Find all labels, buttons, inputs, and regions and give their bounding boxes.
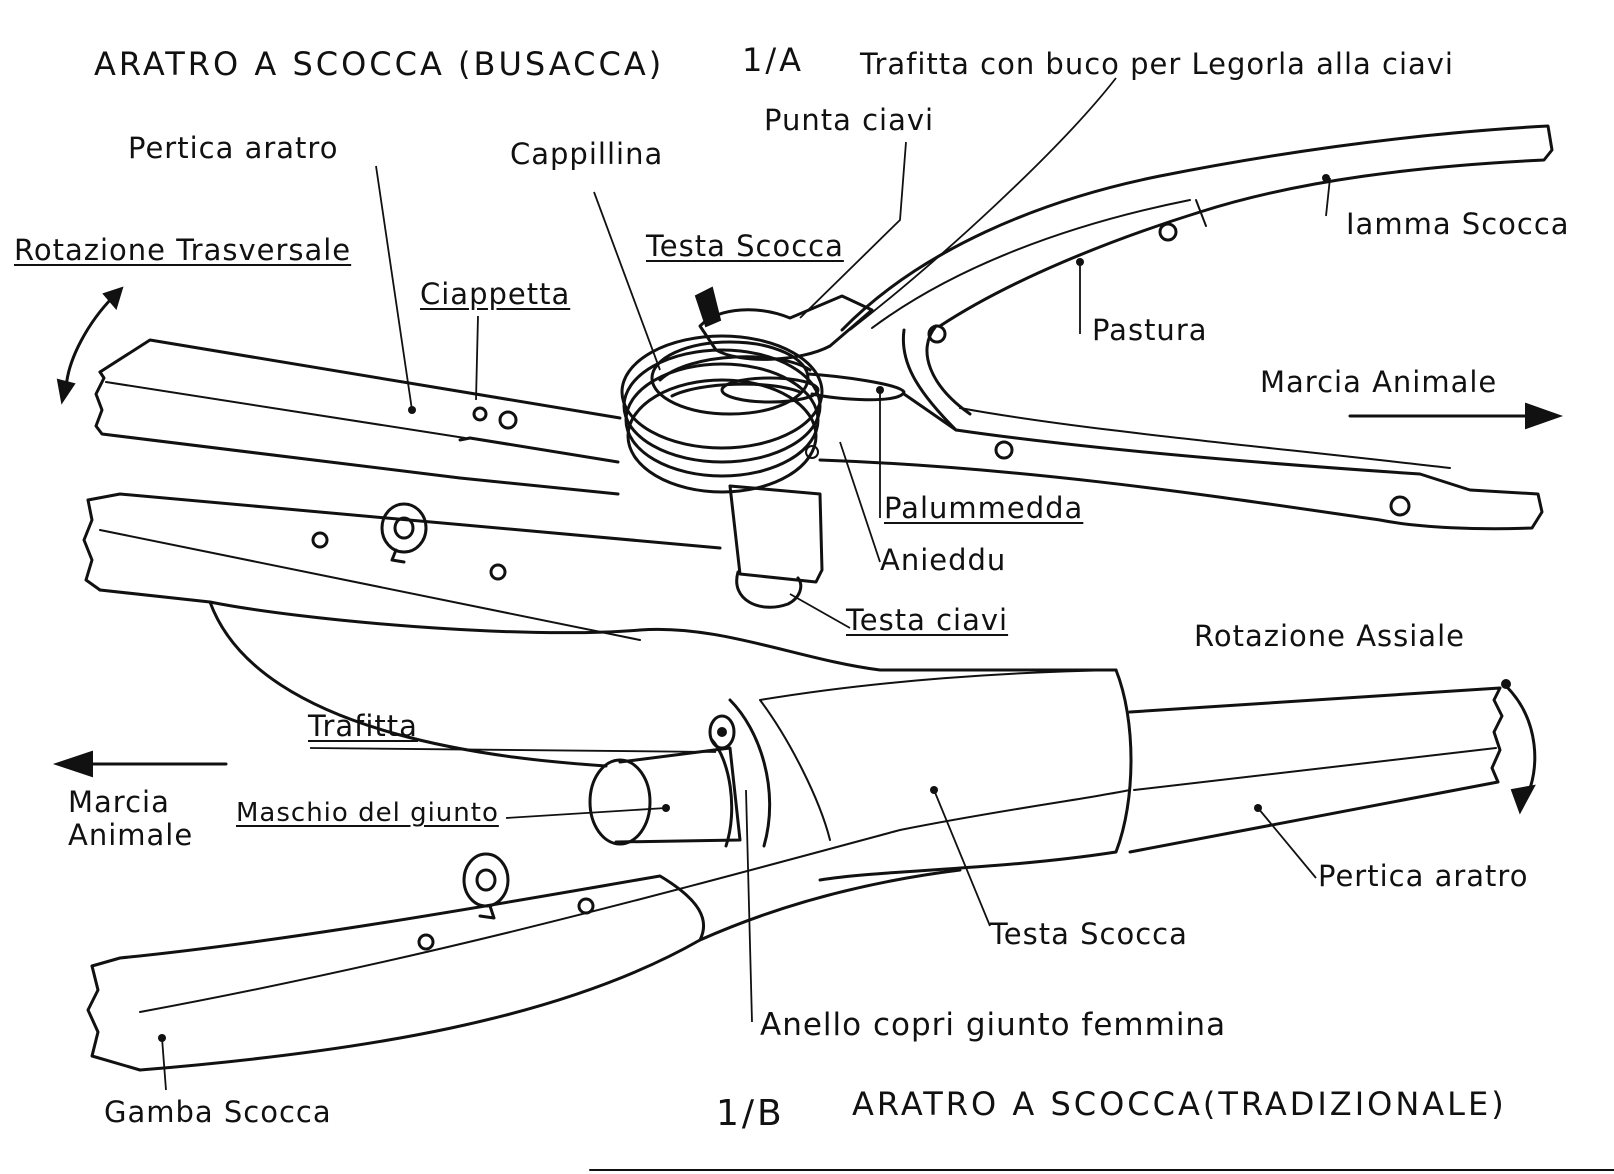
title-bottom: ARATRO A SCOCCA(TRADIZIONALE) (852, 1085, 1507, 1123)
hole-1a-4 (1389, 495, 1411, 517)
joint-ring (710, 698, 772, 848)
label-palummedda: Palummedda (884, 491, 1084, 525)
marcia-animale-arrowhead-1a (1525, 402, 1564, 430)
title-top: ARATRO A SCOCCA (BUSACCA) (94, 45, 665, 83)
hole-1b-3 (577, 897, 595, 915)
plough-1a (56, 77, 1564, 629)
label-rotazione-trasversale: Rotazione Trasversale (14, 233, 352, 267)
label-marcia-animale-1a: Marcia Animale (1260, 365, 1498, 399)
label-testa-ciavi: Testa ciavi (846, 603, 1009, 637)
rotation-trasversale-arrow (64, 294, 116, 394)
leg-1b-upper-bottom (98, 588, 1118, 672)
leg-1b-upper-top (86, 492, 722, 550)
fork-arm-lower-inner (959, 407, 1451, 469)
beam-1b (1128, 686, 1504, 854)
label-pastura: Pastura (1092, 313, 1208, 347)
fork-crotch (901, 324, 972, 432)
bolt-ring-lower (462, 852, 510, 920)
marcia-animale-arrowhead-1b (52, 750, 93, 778)
rotation-assiale-head (1510, 784, 1536, 815)
leg-1b-lower-bottom (138, 868, 962, 1072)
fork-arm-upper (840, 124, 1554, 332)
label-pertica-aratro-1b: Pertica aratro (1318, 859, 1529, 893)
hole-1a-3 (994, 440, 1014, 460)
beam-1a-front-face (94, 370, 462, 480)
label-cappillina: Cappillina (510, 137, 664, 171)
title-bottom-code: 1/B (716, 1093, 785, 1134)
leg-1b-upper-front (82, 498, 102, 592)
head-1b (818, 668, 1133, 882)
label-pertica-aratro-1a: Pertica aratro (128, 131, 339, 165)
label-testa-scocca-1a: Testa Scocca (646, 229, 844, 263)
rotation-assiale-start (1501, 679, 1511, 689)
hole-1a-1 (927, 324, 947, 344)
label-testa-scocca-1b: Testa Scocca (990, 917, 1188, 951)
fork-arm-upper-inner (871, 199, 1207, 329)
label-ciappetta: Ciappetta (420, 277, 571, 311)
hole-1a-5 (498, 410, 518, 430)
hole-1a-2 (1158, 222, 1178, 242)
label-marcia-animale-1b: Marcia Animale (68, 785, 194, 853)
beam-1b-edge (1133, 747, 1497, 791)
leg-1b-lower-edge (139, 789, 1131, 1013)
label-trafitta-con-buco: Trafitta con buco per Legorla alla ciavi (860, 47, 1454, 81)
label-gamba-scocca: Gamba Scocca (104, 1095, 332, 1129)
title-top-code: 1/A (742, 41, 805, 79)
leaders-1a (375, 77, 1331, 629)
testa-ciavi-shape (735, 570, 803, 609)
leg-1b-upper-underside (208, 600, 608, 768)
plough-1b (52, 492, 1537, 1091)
fork-arm-lower (818, 392, 1544, 531)
trafitta-pin (708, 714, 736, 750)
beam-1a-top (98, 338, 622, 420)
label-maschio-del-giunto: Maschio del giunto (236, 798, 499, 828)
bolt-ring-upper (380, 502, 428, 564)
rotation-trasversale-head-down (56, 378, 76, 405)
rotation-assiale-arrow (1504, 684, 1537, 800)
trafitta-pin-hole (717, 727, 727, 737)
label-punta-ciavi: Punta ciavi (764, 103, 935, 137)
head-assembly (620, 286, 906, 494)
hole-1a-6 (472, 406, 488, 422)
label-anello-copri-giunto: Anello copri giunto femmina (760, 1007, 1227, 1043)
label-anieddu: Anieddu (880, 543, 1007, 577)
joint-male (614, 746, 742, 844)
leg-1b-upper-edge (99, 529, 641, 641)
beam-1a-edge (105, 381, 466, 439)
label-trafitta: Trafitta (308, 709, 418, 743)
head-1b-facet (759, 669, 1117, 841)
label-rotazione-assiale: Rotazione Assiale (1194, 619, 1465, 653)
rotation-trasversale-head-up (102, 286, 124, 311)
hole-1b-4 (417, 933, 435, 951)
leg-1b-lower-top (90, 874, 706, 968)
hole-1b-2 (489, 563, 507, 581)
label-iamma-scocca: Iamma Scocca (1346, 207, 1570, 241)
beam-1a-rail (458, 436, 620, 496)
joint-male-end (588, 758, 652, 846)
leaders-1b (158, 747, 1317, 1091)
leg-1b-lower-front (86, 964, 142, 1072)
hinge-block (728, 484, 824, 584)
hole-1b-1 (311, 531, 329, 549)
